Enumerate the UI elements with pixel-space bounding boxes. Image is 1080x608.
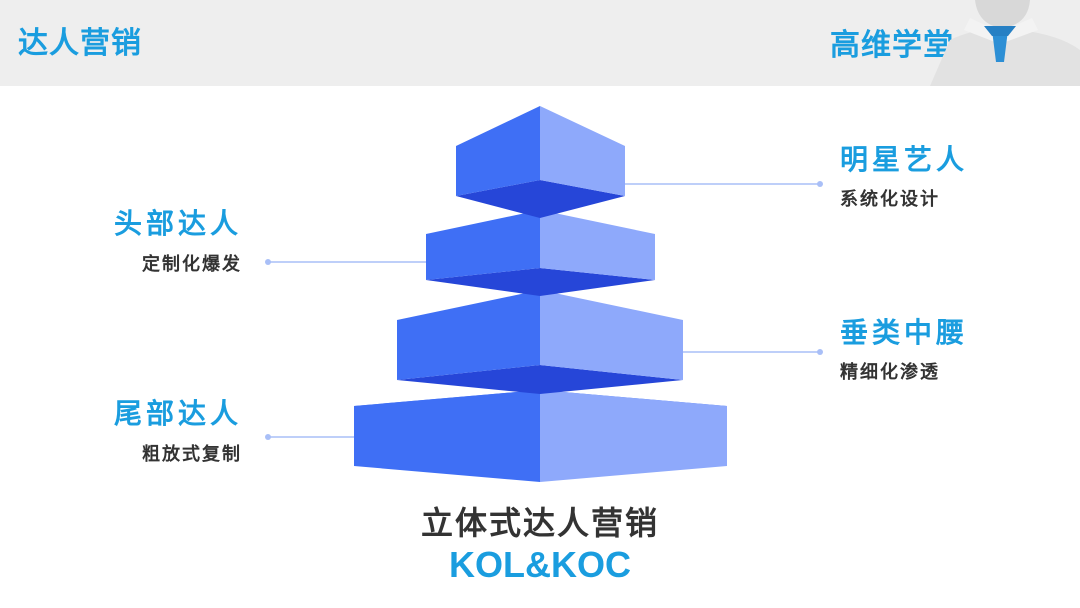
connector-dot-third-right	[817, 349, 823, 355]
tier-2-underside	[426, 268, 655, 296]
mascot-scarf-knot	[984, 26, 1016, 36]
diagram-caption: 立体式达人营销	[420, 504, 659, 542]
mascot-head	[975, 0, 1030, 28]
tier-1-side-face	[540, 106, 625, 196]
pyramid-tier-2	[426, 210, 655, 296]
tier-3-underside	[397, 365, 683, 394]
tier-1-front-face	[456, 106, 540, 196]
tier-2-front-face	[426, 210, 540, 280]
brand-logo-text: 高维学堂	[830, 28, 954, 63]
tier-3-front-face	[397, 290, 540, 380]
tier-3-side-face	[540, 290, 683, 380]
pyramid-tier-4	[354, 390, 727, 482]
tier-1-title: 明星艺人	[840, 143, 969, 176]
mascot-collar	[964, 18, 1038, 44]
tier-1-underside	[456, 180, 625, 218]
tier-4-side-face	[540, 390, 727, 482]
tier-1-subtitle: 系统化设计	[840, 189, 940, 210]
connector-lines	[265, 181, 823, 440]
header-bar: 达人营销 高维学堂	[0, 0, 1080, 86]
mascot-scarf	[992, 30, 1008, 62]
tier-2-subtitle: 定制化爆发	[142, 254, 242, 275]
pyramid-diagram	[265, 106, 823, 482]
tier-3-subtitle: 精细化渗透	[840, 362, 940, 383]
connector-dot-top-right	[817, 181, 823, 187]
tier-2-side-face	[540, 210, 655, 280]
header-title: 达人营销	[18, 26, 142, 61]
mascot-body	[930, 28, 1080, 86]
pyramid-tier-3	[397, 290, 683, 394]
connector-dot-bottom-left	[265, 434, 271, 440]
tier-4-title: 尾部达人	[113, 397, 242, 430]
tier-4-subtitle: 粗放式复制	[142, 444, 242, 465]
diagram-caption-sub: KOL&KOC	[449, 544, 631, 585]
tier-4-front-face	[354, 390, 540, 482]
connector-dot-second-left	[265, 259, 271, 265]
tier-3-title: 垂类中腰	[840, 316, 969, 349]
mascot-figure	[930, 0, 1080, 86]
tier-2-title: 头部达人	[113, 207, 242, 240]
pyramid-tier-1	[456, 106, 625, 218]
